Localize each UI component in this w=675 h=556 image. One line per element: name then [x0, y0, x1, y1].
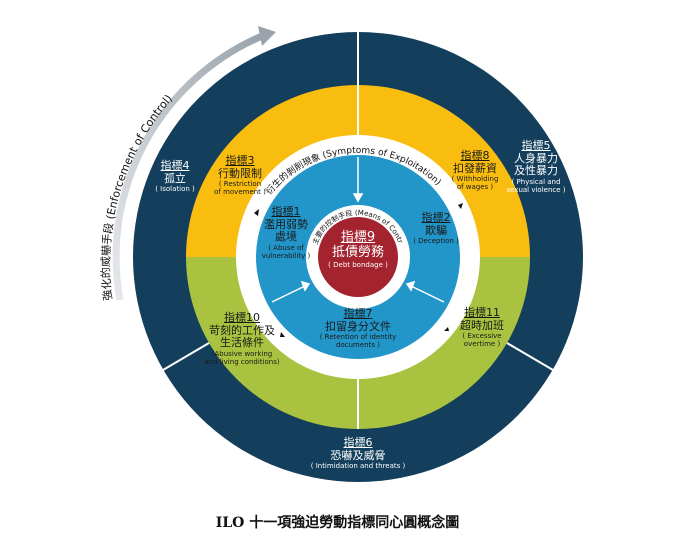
indicator-en: ( Intimidation and threats ): [310, 462, 406, 471]
indicator-title: 指標8: [460, 149, 490, 162]
outer-ring-dividers: [162, 32, 554, 371]
indicator-2: 指標2 欺騙 ( Deception ): [413, 211, 459, 246]
indicator-10: 指標10 苛刻的工作及 生活條件 (Abusive working and li…: [204, 311, 280, 366]
indicator-zh: 抵債勞務: [331, 244, 385, 260]
indicator-zh: 苛刻的工作及: [208, 323, 275, 337]
indicator-9: 指標9 抵債勞務 ( Debt bondage ): [328, 230, 388, 269]
indicator-title: 指標7: [343, 307, 373, 320]
indicator-en: of movement ): [214, 188, 266, 197]
indicator-title: 指標9: [340, 230, 376, 245]
indicator-zh: 行動限制: [217, 166, 262, 180]
indicator-zh: 人身暴力: [513, 151, 558, 165]
indicator-title: 指標10: [223, 311, 260, 324]
enforcement-arc-arrow: [112, 32, 264, 301]
indicator-en: ( Debt bondage ): [328, 260, 388, 269]
indicator-en: documents ): [336, 341, 380, 350]
indicator-zh: 濫用弱勢: [264, 217, 308, 231]
indicator-en: ( Withholding: [451, 175, 499, 184]
indicator-zh: 孤立: [164, 171, 186, 185]
indicator-en: ( Physical and: [511, 177, 561, 186]
indicator-en: vulnerability ): [261, 251, 311, 260]
indicator-en: ( Restriction: [218, 180, 262, 189]
indicator-en: (Abusive working: [211, 349, 273, 358]
indicator-en: ( Isolation ): [155, 185, 195, 194]
indicator-title: 指標4: [160, 159, 190, 172]
white-arrows: [271, 157, 445, 303]
indicator-zh: 扣發薪資: [452, 161, 497, 175]
indicator-5: 指標5 人身暴力 及性暴力 ( Physical and sexual viol…: [506, 139, 566, 194]
indicator-title: 指標11: [464, 306, 500, 319]
black-arrows: [254, 203, 463, 337]
indicator-3: 指標3 行動限制 ( Restriction of movement ): [214, 154, 266, 197]
indicator-4: 指標4 孤立 ( Isolation ): [155, 159, 195, 194]
indicator-zh: 生活條件: [219, 336, 264, 350]
indicator-title: 指標5: [521, 139, 551, 152]
indicator-zh: 及性暴力: [513, 164, 558, 178]
figure-caption: ILO 十一項強迫勞動指標同心圓概念圖: [215, 515, 460, 531]
enforcement-arrowhead: [258, 26, 276, 46]
indicator-en: sexual violence ): [506, 185, 566, 194]
indicator-en: ( Excessive: [462, 332, 502, 341]
indicator-1: 指標1 濫用弱勢 處境 ( Abuse of vulnerability ): [261, 205, 311, 260]
indicator-7: 指標7 扣留身分文件 ( Retention of identity docum…: [319, 307, 397, 350]
indicator-8: 指標8 扣發薪資 ( Withholding of wages ): [451, 149, 499, 192]
indicator-en: and living conditions): [204, 357, 280, 366]
indicator-zh: 恐嚇及威脅: [330, 448, 386, 462]
indicator-title: 指標6: [343, 436, 373, 449]
indicator-en: of wages ): [456, 183, 494, 192]
indicator-title: 指標2: [421, 211, 451, 224]
indicator-en: ( Retention of identity: [319, 333, 397, 342]
indicator-zh: 超時加班: [460, 318, 504, 332]
indicator-6: 指標6 恐嚇及威脅 ( Intimidation and threats ): [310, 436, 406, 471]
indicator-en: ( Abuse of: [268, 243, 304, 252]
indicator-title: 指標3: [225, 154, 255, 167]
indicator-zh: 扣留身分文件: [325, 319, 391, 333]
indicator-title: 指標1: [271, 205, 301, 218]
indicator-zh: 欺騙: [425, 223, 447, 237]
indicator-en: overtime ): [463, 340, 501, 349]
red-core: [318, 217, 398, 297]
indicator-zh: 處境: [275, 230, 297, 244]
indicator-en: ( Deception ): [413, 237, 459, 246]
indicator-11: 指標11 超時加班 ( Excessive overtime ): [460, 306, 504, 349]
